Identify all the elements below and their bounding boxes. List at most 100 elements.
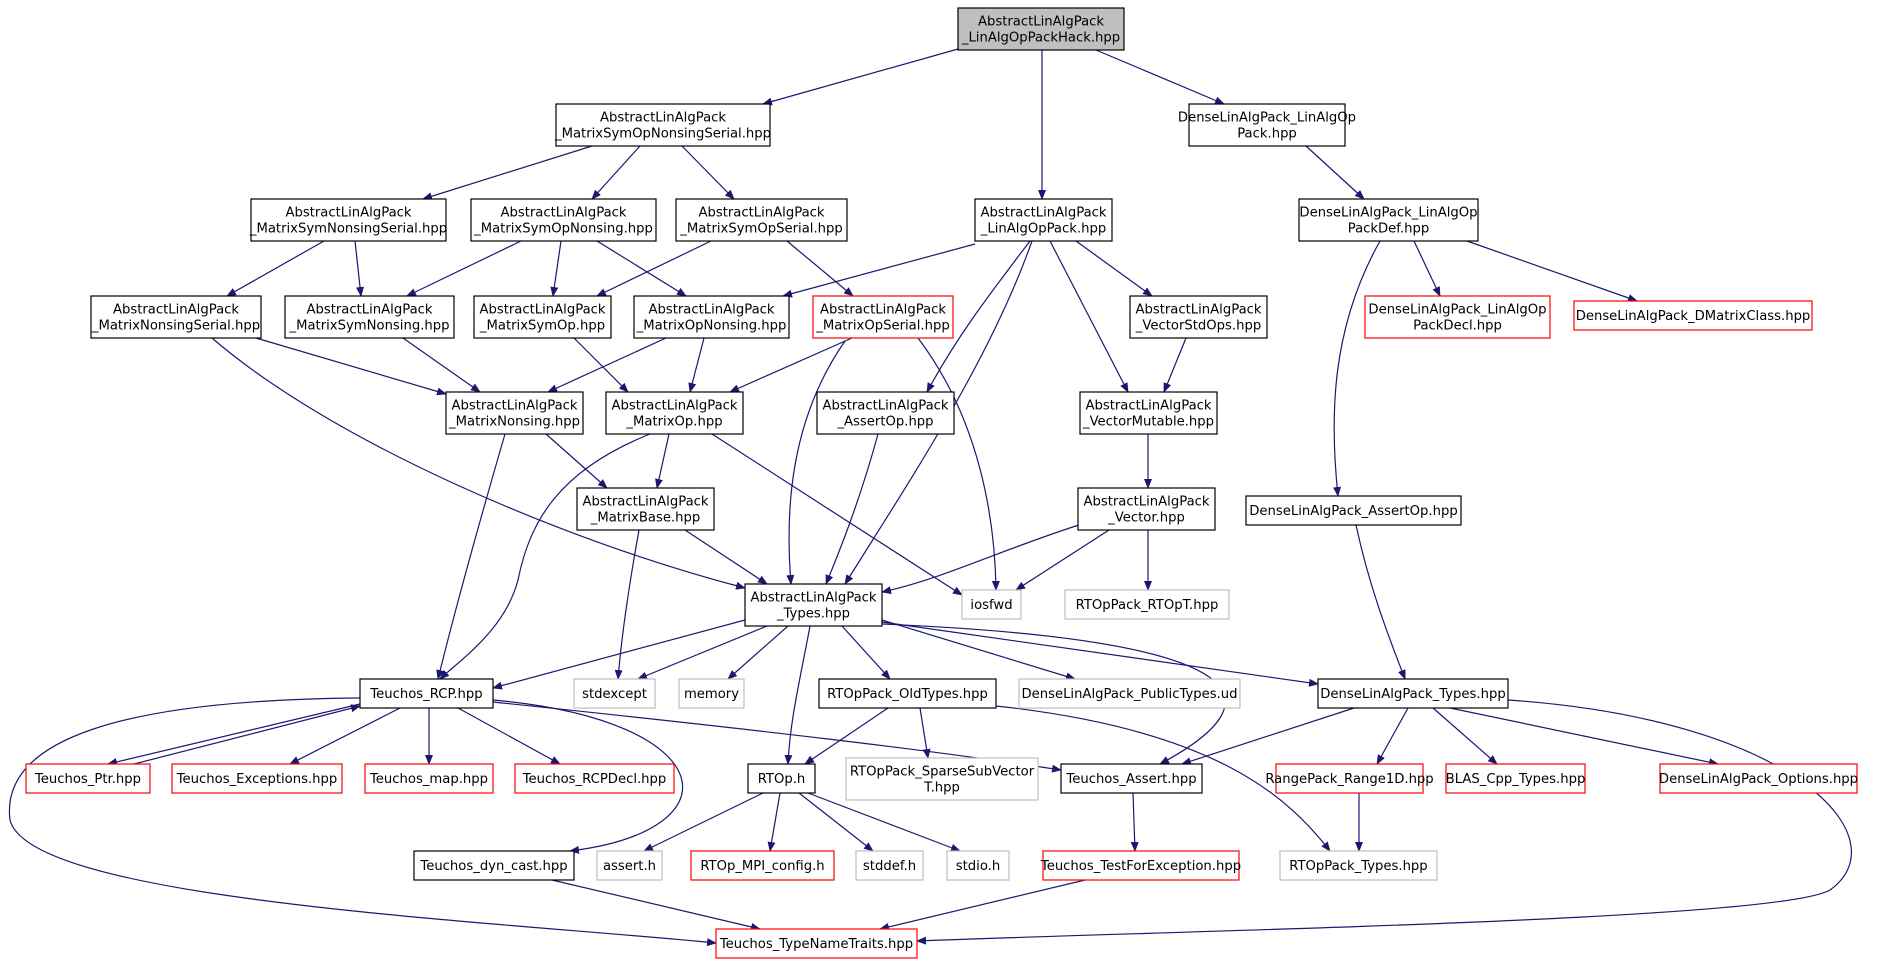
- node-label: iosfwd: [970, 598, 1012, 613]
- edge-rcp-to-typename: [8, 697, 717, 947]
- node-exc[interactable]: Teuchos_Exceptions.hpp: [171, 763, 343, 794]
- node-msnons[interactable]: AbstractLinAlgPack_MatrixSymNonsingSeria…: [249, 198, 447, 242]
- node-vstd[interactable]: AbstractLinAlgPack_VectorStdOps.hpp: [1129, 295, 1268, 339]
- node-stdexcept[interactable]: stdexcept: [573, 678, 656, 709]
- node-label: _MatrixSymOpNonsingSerial.hpp: [554, 127, 771, 142]
- node-tassert[interactable]: Teuchos_Assert.hpp: [1060, 763, 1203, 794]
- node-mopnon[interactable]: AbstractLinAlgPack_MatrixOpNonsing.hpp: [633, 295, 790, 339]
- node-typename[interactable]: Teuchos_TypeNameTraits.hpp: [715, 928, 918, 959]
- node-label: AbstractLinAlgPack: [479, 303, 605, 318]
- node-root[interactable]: AbstractLinAlgPack_LinAlgOpPackHack.hpp: [957, 7, 1125, 51]
- node-asserth[interactable]: assert.h: [596, 850, 663, 881]
- node-label: PackDecl.hpp: [1413, 319, 1502, 334]
- node-vmut[interactable]: AbstractLinAlgPack_VectorMutable.hpp: [1079, 391, 1218, 435]
- node-ptr[interactable]: Teuchos_Ptr.hpp: [25, 763, 151, 794]
- edge-types-to-rtoph: [784, 625, 811, 765]
- node-pubtypes[interactable]: DenseLinAlgPack_PublicTypes.ud: [1018, 678, 1241, 709]
- node-label: RTOpPack_RTOpT.hpp: [1076, 598, 1219, 613]
- edge-mnon-to-rcp: [436, 433, 506, 680]
- node-rcpdecl[interactable]: Teuchos_RCPDecl.hpp: [514, 763, 675, 794]
- node-msopnon[interactable]: AbstractLinAlgPack_MatrixSymOpNonsing.hp…: [470, 198, 657, 242]
- edge-dassert-to-dtypes: [1355, 524, 1406, 680]
- edge-mop-to-rcp: [439, 433, 651, 680]
- node-label: Teuchos_dyn_cast.hpp: [419, 859, 567, 874]
- node-label: Pack.hpp: [1237, 127, 1297, 142]
- edge-dlaopdef-to-dassert: [1333, 240, 1381, 497]
- node-label: AbstractLinAlgPack: [285, 206, 411, 221]
- node-stddef[interactable]: stddef.h: [855, 850, 924, 881]
- node-mopser[interactable]: AbstractLinAlgPack_MatrixOpSerial.hpp: [812, 295, 954, 339]
- node-box: [1079, 391, 1218, 435]
- edge-linop-to-vmut: [1049, 240, 1129, 393]
- node-label: RTOpPack_Types.hpp: [1289, 859, 1427, 874]
- node-label: RTOpPack_OldTypes.hpp: [827, 687, 988, 702]
- node-rcp[interactable]: Teuchos_RCP.hpp: [359, 678, 494, 709]
- node-dassert[interactable]: DenseLinAlgPack_AssertOp.hpp: [1245, 495, 1462, 526]
- node-mbase[interactable]: AbstractLinAlgPack_MatrixBase.hpp: [576, 487, 715, 531]
- edge-msons-to-msnons: [422, 145, 593, 201]
- node-blas[interactable]: BLAS_Cpp_Types.hpp: [1445, 763, 1586, 794]
- node-msymnon[interactable]: AbstractLinAlgPack_MatrixSymNonsing.hpp: [284, 295, 455, 339]
- node-dtypes[interactable]: DenseLinAlgPack_Types.hpp: [1317, 678, 1509, 709]
- node-box: [1060, 763, 1203, 794]
- node-map[interactable]: Teuchos_map.hpp: [364, 763, 494, 794]
- edge-dlaopdef-to-dlaopdecl: [1413, 240, 1441, 297]
- node-testexc[interactable]: Teuchos_TestForException.hpp: [1040, 850, 1241, 881]
- edge-mbase-to-stdexcept: [614, 529, 640, 680]
- node-iosfwd[interactable]: iosfwd: [961, 589, 1022, 620]
- node-label: RangePack_Range1D.hpp: [1265, 772, 1433, 787]
- node-label: DenseLinAlgPack_Types.hpp: [1320, 687, 1505, 702]
- node-mpi[interactable]: RTOp_MPI_config.h: [690, 850, 835, 881]
- node-msons[interactable]: AbstractLinAlgPack_MatrixSymOpNonsingSer…: [554, 103, 771, 147]
- node-label: AbstractLinAlgPack: [113, 303, 239, 318]
- edge-mopnon-to-mnon: [547, 337, 667, 393]
- node-box: [25, 763, 151, 794]
- edge-mop-to-iosfwd: [711, 433, 963, 596]
- edge-dtypes-to-range: [1376, 707, 1409, 765]
- node-dmat[interactable]: DenseLinAlgPack_DMatrixClass.hpp: [1573, 300, 1813, 331]
- edge-types-to-dtypes: [881, 621, 1319, 687]
- node-label: _LinAlgOpPack.hpp: [980, 222, 1106, 237]
- node-types[interactable]: AbstractLinAlgPack_Types.hpp: [744, 583, 883, 627]
- node-msopser[interactable]: AbstractLinAlgPack_MatrixSymOpSerial.hpp: [675, 198, 848, 242]
- edge-rtoph-to-mpi: [767, 792, 781, 852]
- edge-msopnon-to-msymnon: [406, 240, 522, 297]
- edge-dyncast-to-typename: [551, 879, 761, 931]
- node-label: assert.h: [603, 859, 656, 874]
- node-stdio[interactable]: stdio.h: [946, 850, 1010, 881]
- node-dyncast[interactable]: Teuchos_dyn_cast.hpp: [413, 850, 575, 881]
- node-label: AbstractLinAlgPack: [451, 399, 577, 414]
- node-label: AbstractLinAlgPack: [648, 303, 774, 318]
- node-label: Teuchos_RCPDecl.hpp: [522, 772, 667, 787]
- node-box: [1573, 300, 1813, 331]
- node-mnon[interactable]: AbstractLinAlgPack_MatrixNonsing.hpp: [445, 391, 584, 435]
- edge-oldtypes-to-sparse: [919, 707, 931, 759]
- edge-linop-to-assertop: [926, 240, 1031, 393]
- node-dopts[interactable]: DenseLinAlgPack_Options.hpp: [1659, 763, 1858, 794]
- edge-dtypes-to-dopts: [1449, 707, 1719, 767]
- node-box: [961, 589, 1022, 620]
- node-dlaop[interactable]: DenseLinAlgPack_LinAlgOpPack.hpp: [1178, 103, 1356, 147]
- node-assertop[interactable]: AbstractLinAlgPack_AssertOp.hpp: [816, 391, 955, 435]
- node-range[interactable]: RangePack_Range1D.hpp: [1265, 763, 1434, 794]
- node-label: _LinAlgOpPackHack.hpp: [961, 31, 1120, 46]
- node-label: RTOp.h: [758, 772, 806, 787]
- node-box: [1659, 763, 1858, 794]
- node-oldtypes[interactable]: RTOpPack_OldTypes.hpp: [818, 678, 997, 709]
- edge-ptr-to-rcp: [133, 704, 361, 765]
- node-mop[interactable]: AbstractLinAlgPack_MatrixOp.hpp: [605, 391, 744, 435]
- node-roprtopt[interactable]: RTOpPack_RTOpT.hpp: [1064, 589, 1230, 620]
- node-rtoptypes[interactable]: RTOpPack_Types.hpp: [1279, 850, 1438, 881]
- node-vec[interactable]: AbstractLinAlgPack_Vector.hpp: [1077, 487, 1216, 531]
- node-label: DenseLinAlgPack_PublicTypes.ud: [1021, 687, 1237, 702]
- node-linop[interactable]: AbstractLinAlgPack_LinAlgOpPack.hpp: [974, 198, 1113, 242]
- node-label: AbstractLinAlgPack: [698, 206, 824, 221]
- edge-oldtypes-to-rtoph: [804, 707, 889, 765]
- node-msymop[interactable]: AbstractLinAlgPack_MatrixSymOp.hpp: [473, 295, 612, 339]
- node-mnonser[interactable]: AbstractLinAlgPack_MatrixNonsingSerial.h…: [90, 295, 262, 339]
- node-memory[interactable]: memory: [678, 678, 745, 709]
- node-rtoph[interactable]: RTOp.h: [747, 763, 816, 794]
